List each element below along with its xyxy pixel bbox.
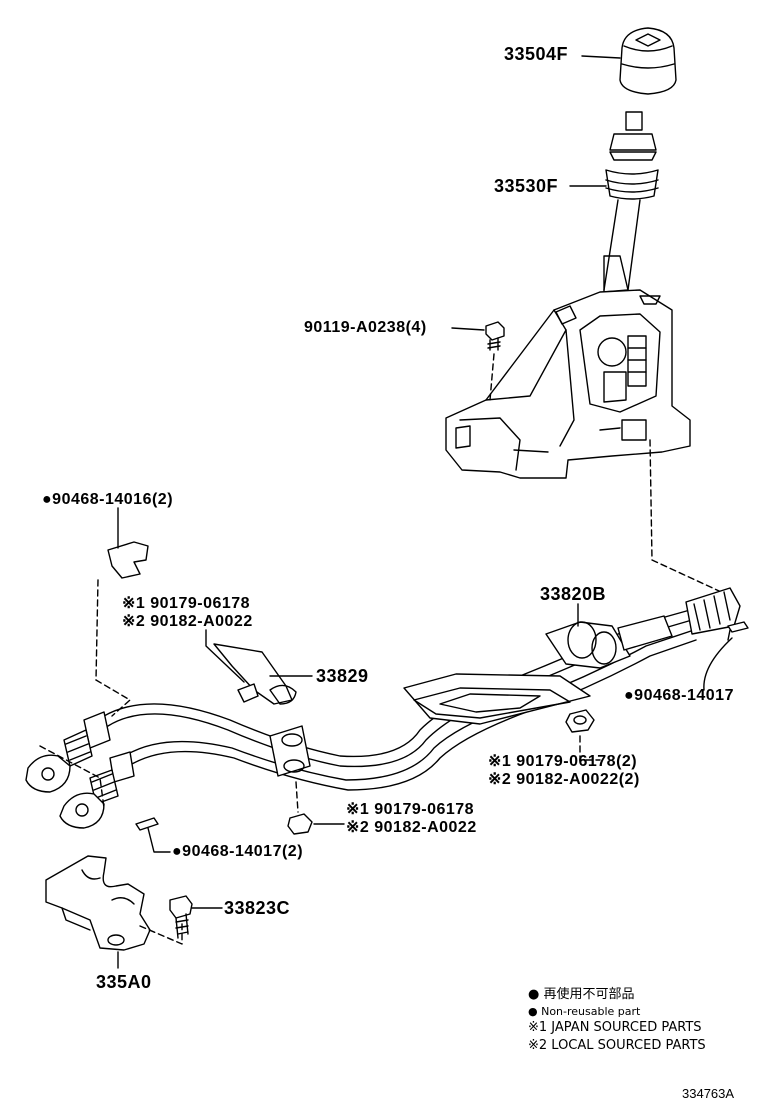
shift-knob-drawing bbox=[619, 27, 677, 95]
nut-2-drawing bbox=[565, 709, 595, 733]
label-clip-14017-2[interactable]: ●90468-14017(2) bbox=[172, 843, 304, 860]
label-clip-14017[interactable]: ●90468-14017 bbox=[624, 687, 734, 704]
legend-japan-sourced: ※1 JAPAN SOURCED PARTS bbox=[528, 1020, 702, 1035]
label-nut3-local[interactable]: ※2 90182-A0022 bbox=[346, 819, 477, 836]
clip-14017-2-drawing bbox=[135, 817, 159, 831]
leader-knob bbox=[581, 55, 621, 59]
leader-clip-14017 bbox=[703, 637, 733, 691]
dash-nut-2 bbox=[579, 735, 601, 761]
label-cable-33820b[interactable]: 33820B bbox=[540, 584, 607, 604]
legend-non-reusable-en: ● Non-reusable part bbox=[528, 1005, 641, 1018]
label-nut2-local[interactable]: ※2 90182-A0022(2) bbox=[488, 771, 640, 788]
diagram-id: 334763A bbox=[682, 1086, 735, 1101]
clip-14016-drawing bbox=[107, 541, 149, 579]
bracket-335a0-drawing bbox=[45, 855, 151, 951]
label-bracket-33829[interactable]: 33829 bbox=[316, 666, 369, 686]
label-nut3-japan[interactable]: ※1 90179-06178 bbox=[346, 801, 475, 818]
shift-housing-drawing bbox=[445, 289, 691, 479]
dash-bolt bbox=[489, 353, 495, 401]
nut-3-drawing bbox=[287, 813, 313, 835]
dash-bracket bbox=[139, 923, 183, 945]
label-bracket-335a0[interactable]: 335A0 bbox=[96, 972, 152, 992]
label-nut1-local[interactable]: ※2 90182-A0022 bbox=[122, 613, 253, 630]
dash-housing-cable bbox=[649, 439, 731, 597]
shift-cables-drawing bbox=[25, 587, 741, 829]
dash-left-1 bbox=[95, 679, 131, 717]
shift-lever-drawing bbox=[603, 111, 659, 293]
bolt-33823c-drawing bbox=[169, 895, 193, 939]
leader-clip-14017-2 bbox=[147, 827, 171, 853]
label-clip-14016[interactable]: ●90468-14016(2) bbox=[42, 491, 174, 508]
bracket-33829-drawing bbox=[213, 643, 297, 705]
leader-bolt-90119 bbox=[451, 327, 485, 331]
label-knob[interactable]: 33504F bbox=[504, 44, 569, 64]
label-bolt-33823c[interactable]: 33823C bbox=[224, 898, 291, 918]
label-nut1-japan[interactable]: ※1 90179-06178 bbox=[122, 595, 251, 612]
leader-nut-1 bbox=[205, 629, 245, 683]
label-boot[interactable]: 33530F bbox=[494, 176, 559, 196]
bolt-90119-drawing bbox=[485, 321, 505, 351]
legend-local-sourced: ※2 LOCAL SOURCED PARTS bbox=[528, 1038, 706, 1053]
dash-left-2 bbox=[39, 745, 105, 809]
label-nut2-japan[interactable]: ※1 90179-06178(2) bbox=[488, 753, 638, 770]
clip-14017-drawing bbox=[727, 621, 749, 641]
dash-nut-3 bbox=[295, 781, 299, 813]
legend-non-reusable-jp: ● 再使用不可部品 bbox=[528, 987, 635, 1002]
label-bolt-90119[interactable]: 90119-A0238(4) bbox=[304, 319, 427, 336]
dash-clip-14016 bbox=[95, 579, 99, 681]
